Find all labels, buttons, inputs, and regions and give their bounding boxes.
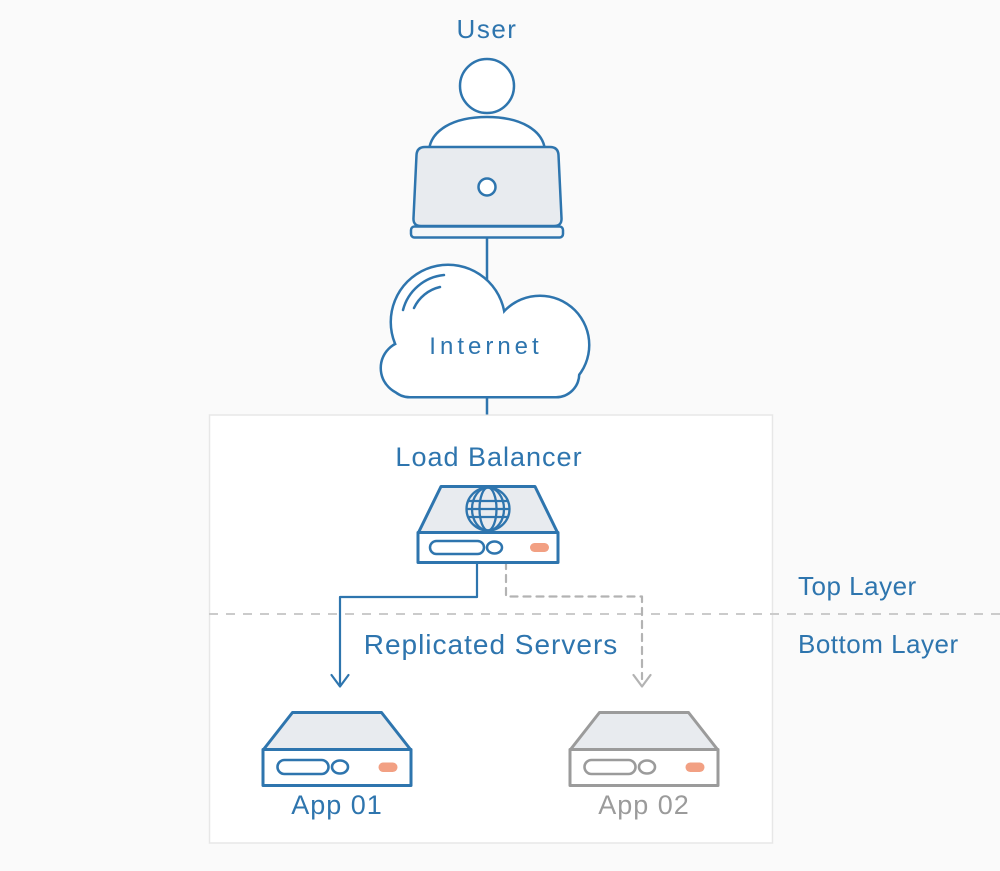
load-balancer-label: Load Balancer <box>395 442 583 472</box>
arrow-down-icon <box>632 673 652 688</box>
app02-label: App 02 <box>598 790 690 820</box>
server-icon-app01 <box>261 711 413 787</box>
connector-dashed-to-app02 <box>504 560 652 688</box>
cloud-icon <box>379 263 591 399</box>
connector-solid-to-app01 <box>330 560 479 688</box>
user-icon <box>409 57 565 290</box>
top-layer-label: Top Layer <box>798 571 917 601</box>
server-icon-app02 <box>568 711 720 787</box>
status-led <box>378 762 398 772</box>
replicated-servers-label: Replicated Servers <box>363 629 619 660</box>
app01-label: App 01 <box>291 790 383 820</box>
status-led <box>685 762 705 772</box>
bottom-layer-label: Bottom Layer <box>798 629 959 659</box>
user-label: User <box>456 14 518 44</box>
globe-icon <box>465 486 511 532</box>
arrow-down-icon <box>330 673 350 688</box>
status-led <box>530 543 549 552</box>
internet-label: Internet <box>429 333 543 360</box>
load-balancer-icon <box>416 485 560 564</box>
